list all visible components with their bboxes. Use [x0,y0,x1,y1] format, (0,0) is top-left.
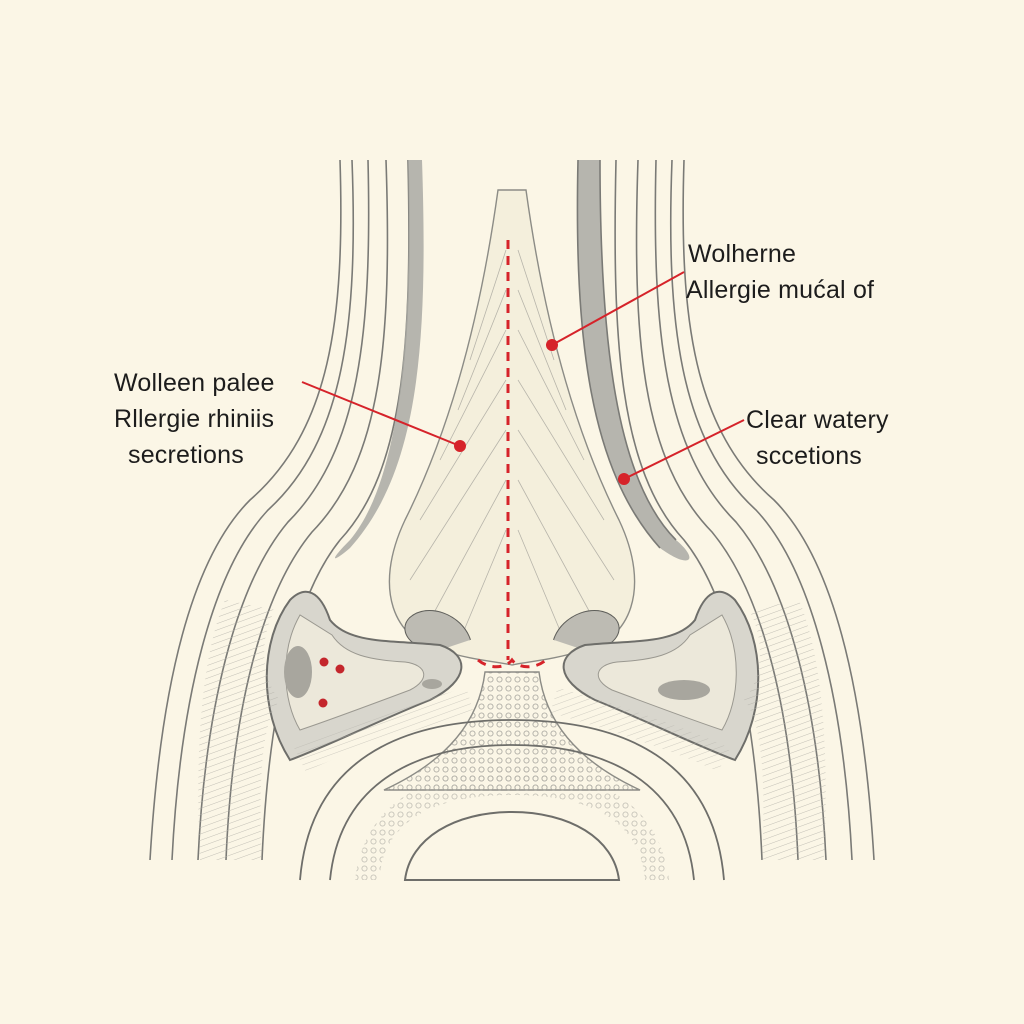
label-left-line-1: Wolleen palee [114,369,275,397]
label-left-line-3: secretions [128,441,244,469]
left-hatched-tissue [198,600,280,860]
label-left: Wolleen palee Rllergie rhiniis secretion… [114,365,275,473]
lower-arches [299,719,725,881]
septal-column [383,671,641,791]
leader-line-left [301,381,466,452]
right-mucosa-band [577,160,690,561]
label-right: Clear watery sccetions [746,402,889,474]
label-right-line-2: sccetions [756,442,863,470]
label-top-line-2: Allergie mućal of [686,276,875,304]
right-hatched-tissue [744,600,826,860]
red-spots [318,657,345,708]
red-dashed-midline [477,240,547,669]
label-top-line-1: Wolherne [688,240,797,268]
label-top: Wolherne Allergie mućal of [686,236,874,308]
nasal-cone [388,189,636,666]
label-left-line-2: Rllergie rhiniis [114,405,275,433]
leader-line-top [546,271,685,351]
label-right-line-1: Clear watery [746,406,889,434]
leader-line-right [618,419,745,485]
lower-cavity [403,810,621,881]
left-mucosa-band [335,160,424,559]
